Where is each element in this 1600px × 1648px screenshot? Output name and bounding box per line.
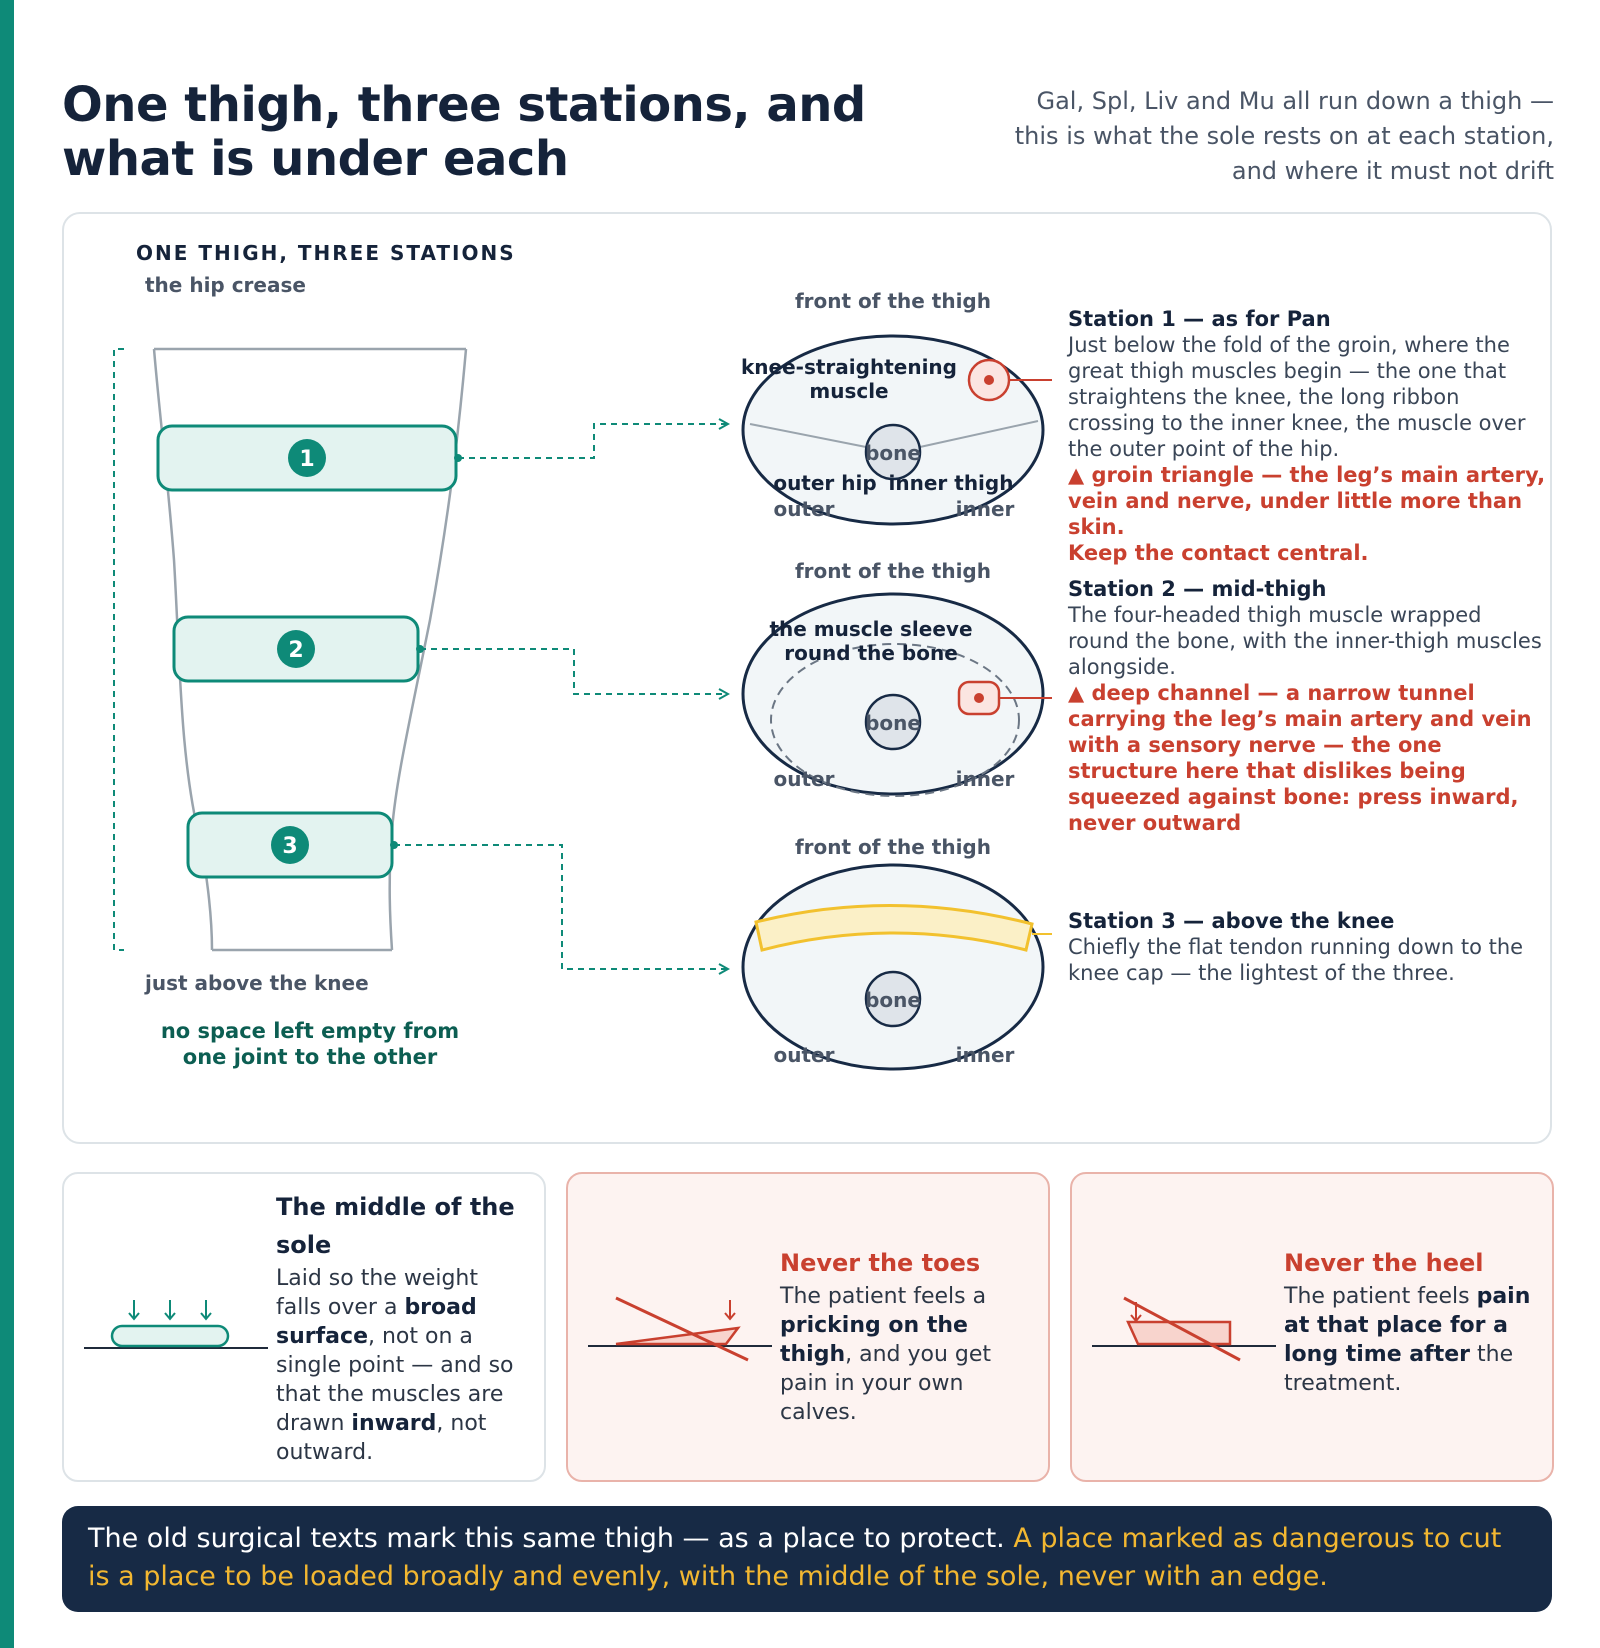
section-1-muscle-label-1: knee-straightening [741, 355, 957, 379]
section-3-front-label: front of the thigh [795, 835, 991, 859]
section-1-bone-label: bone [865, 441, 921, 465]
station-2-text: The four-headed thigh muscle wrapped rou… [1068, 603, 1542, 679]
card-2-text: The patient feels a pricking on the thig… [780, 1284, 992, 1425]
station-2-title: Station 2 — mid-thigh [1068, 577, 1327, 601]
section-1-muscle-label-2: muscle [809, 379, 888, 403]
station-band-2[interactable]: 2 [172, 615, 420, 683]
section-1-outer-label: outer [774, 497, 835, 521]
section-1-inner-thigh-label: inner thigh [889, 471, 1014, 495]
tendon-band [754, 904, 1034, 952]
heel-edge-icon [1092, 1296, 1276, 1362]
station-1-number: 1 [299, 447, 314, 472]
station-1-description: Station 1 — as for Pan Just below the fo… [1068, 306, 1548, 566]
section-2-muscle-label-2: round the bone [784, 641, 958, 665]
coverage-note-line2: one joint to the other [183, 1045, 438, 1069]
station-1-text: Just below the fold of the groin, where … [1068, 333, 1526, 461]
card-3-text: The patient feels pain at that place for… [1284, 1284, 1531, 1396]
danger-marker-icon [957, 680, 1052, 716]
cross-section-1: front of the thigh bone knee-straighteni… [741, 289, 1052, 526]
card-never-heel: Never the heel The patient feels pain at… [1070, 1172, 1554, 1482]
station-band-3[interactable]: 3 [186, 811, 394, 879]
sole-icon [84, 1300, 268, 1349]
station-2-description: Station 2 — mid-thigh The four-headed th… [1068, 576, 1548, 836]
station-3-title: Station 3 — above the knee [1068, 909, 1395, 933]
connector-arrow-1 [458, 424, 728, 459]
station-3-text: Chiefly the flat tendon running down to … [1068, 935, 1524, 985]
card-2-title: Never the toes [780, 1249, 981, 1277]
toe-edge-icon [588, 1296, 772, 1362]
station-3-number: 3 [282, 834, 297, 859]
station-band-1[interactable]: 1 [156, 424, 458, 492]
station-2-number: 2 [288, 638, 303, 663]
section-2-muscle-label-1: the muscle sleeve [769, 617, 972, 641]
section-1-outer-hip-label: outer hip [773, 471, 876, 495]
diagram-panel [62, 212, 1552, 1144]
section-2-outer-label: outer [774, 767, 835, 791]
card-middle-of-sole: The middle of the sole Laid so the weigh… [62, 1172, 546, 1482]
section-3-bone-label: bone [865, 988, 921, 1012]
knee-label: just above the knee [144, 971, 369, 995]
summary-banner: The old surgical texts mark this same th… [62, 1506, 1552, 1612]
page-subtitle: Gal, Spl, Liv and Mu all run down a thig… [1014, 87, 1554, 185]
card-never-toes: Never the toes The patient feels a prick… [566, 1172, 1050, 1482]
station-2-warning: ▲ deep channel — a narrow tunnel carryin… [1068, 681, 1532, 835]
length-bracket [113, 348, 124, 951]
station-1-warning-2: Keep the contact central. [1068, 541, 1369, 565]
section-1-inner-label: inner [956, 497, 1015, 521]
connector-arrow-2 [420, 648, 728, 694]
section-2-front-label: front of the thigh [795, 559, 991, 583]
card-1-title: The middle of the sole [276, 1193, 515, 1259]
danger-marker-icon [967, 358, 1052, 402]
thigh-diagram: ONE THIGH, THREE STATIONS the hip crease… [113, 241, 1052, 1071]
hip-crease-label: the hip crease [145, 273, 306, 297]
section-2-bone-label: bone [865, 711, 921, 735]
station-1-title: Station 1 — as for Pan [1068, 307, 1331, 331]
banner-plain-text: The old surgical texts mark this same th… [88, 1523, 1014, 1554]
card-3-title: Never the heel [1284, 1249, 1484, 1277]
section-2-inner-label: inner [956, 767, 1015, 791]
section-3-inner-label: inner [956, 1043, 1015, 1067]
section-3-outer-label: outer [774, 1043, 835, 1067]
accent-bar [0, 0, 14, 1648]
coverage-note-line1: no space left empty from [161, 1019, 459, 1043]
station-1-warning: ▲ groin triangle — the leg’s main artery… [1068, 463, 1546, 539]
diagram-heading: ONE THIGH, THREE STATIONS [136, 241, 516, 265]
cross-section-3: front of the thigh bone outer inner [741, 835, 1052, 1071]
section-1-front-label: front of the thigh [795, 289, 991, 313]
banner-highlight-text: A place marked as dangerous to cut is a … [88, 1523, 1502, 1592]
card-1-text: Laid so the weight falls over a broad su… [276, 1266, 514, 1465]
page-title: One thigh, three stations, and what is u… [62, 77, 866, 187]
connector-arrow-3 [394, 844, 728, 969]
cross-section-2: front of the thigh bone the muscle sleev… [741, 559, 1052, 797]
station-3-description: Station 3 — above the knee Chiefly the f… [1068, 908, 1548, 986]
